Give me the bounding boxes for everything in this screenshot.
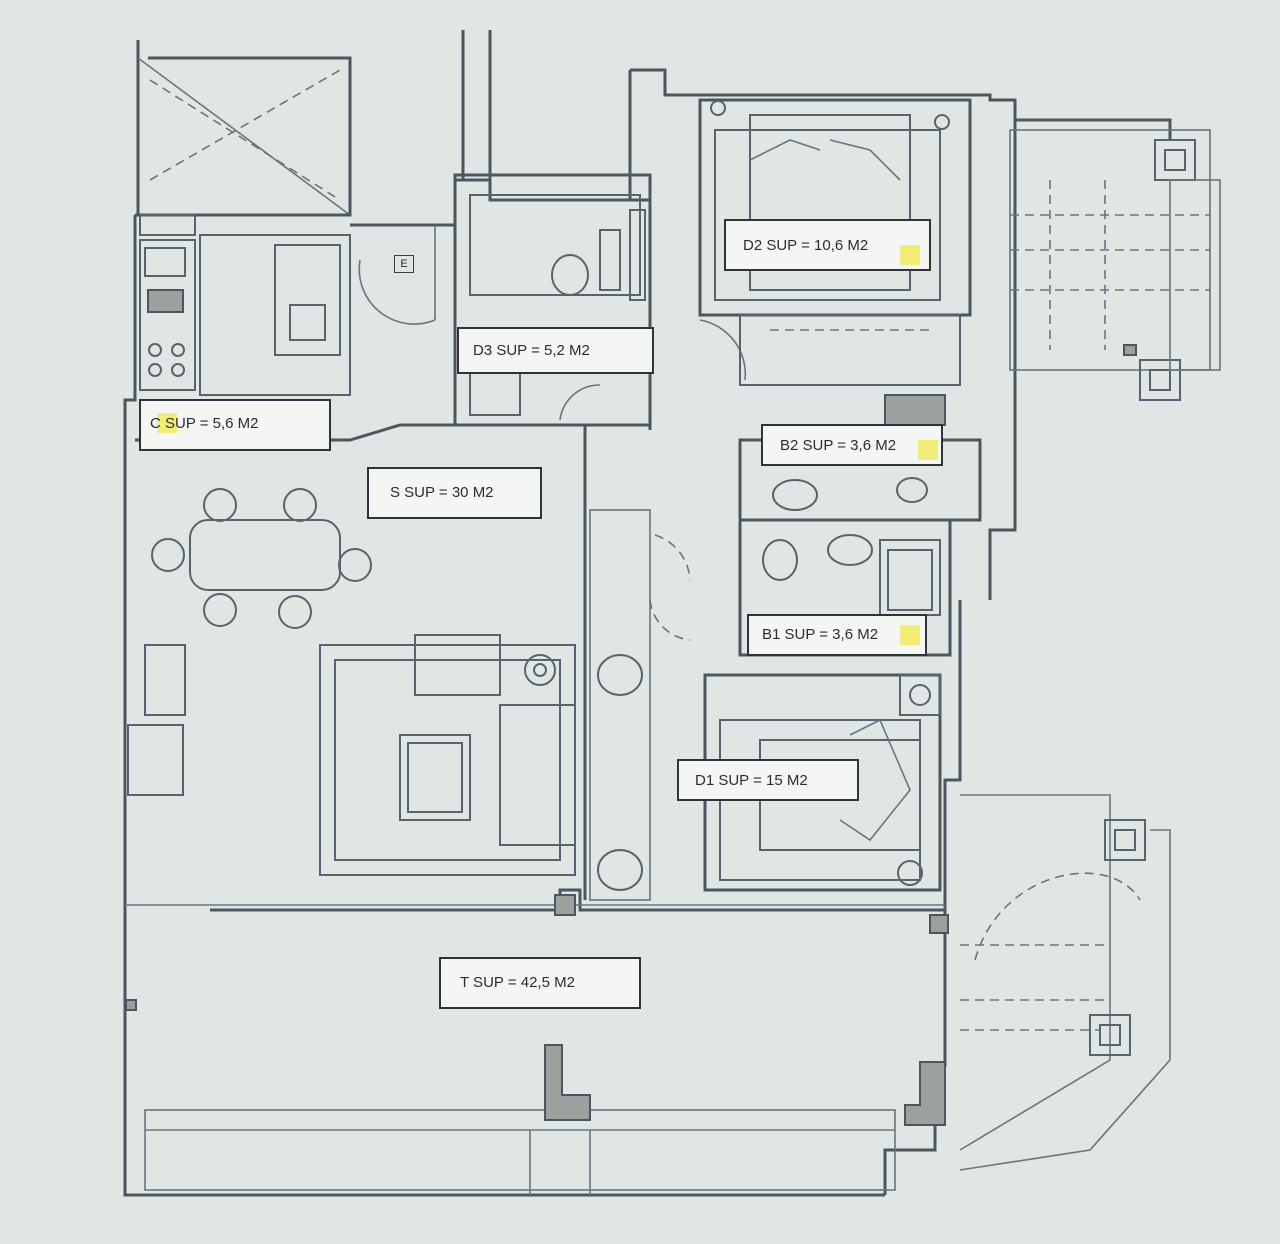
room-label-b2: B2 SUP = 3,6 M2 bbox=[780, 437, 897, 454]
highlight-d2 bbox=[900, 245, 920, 265]
room-label-s: S SUP = 30 M2 bbox=[390, 484, 494, 501]
room-label-c: C SUP = 5,6 M2 bbox=[150, 415, 259, 432]
room-label-d2: D2 SUP = 10,6 M2 bbox=[743, 237, 869, 254]
d3-fixtures bbox=[453, 173, 652, 427]
highlight-c bbox=[157, 413, 177, 433]
b1-fixtures bbox=[738, 518, 952, 657]
room-label-d1: D1 SUP = 15 M2 bbox=[695, 772, 808, 789]
room-label-b1: B1 SUP = 3,6 M2 bbox=[762, 626, 879, 643]
room-label-d3: D3 SUP = 5,2 M2 bbox=[473, 342, 590, 359]
corridor bbox=[589, 509, 691, 901]
highlight-b2 bbox=[918, 440, 938, 460]
kitchen-fixtures bbox=[139, 214, 351, 396]
balcony-right-lower bbox=[959, 794, 1171, 1171]
d2-fixtures bbox=[698, 98, 972, 386]
room-label-t: T SUP = 42,5 M2 bbox=[460, 974, 575, 991]
balcony-right-upper bbox=[1009, 129, 1221, 401]
terrace bbox=[125, 894, 949, 1195]
highlight-b1 bbox=[900, 625, 920, 645]
hall-doors bbox=[358, 225, 747, 421]
exterior-walls bbox=[123, 30, 1172, 1197]
electric-panel-sign: E bbox=[394, 255, 414, 273]
room-label-frames bbox=[139, 219, 943, 1009]
